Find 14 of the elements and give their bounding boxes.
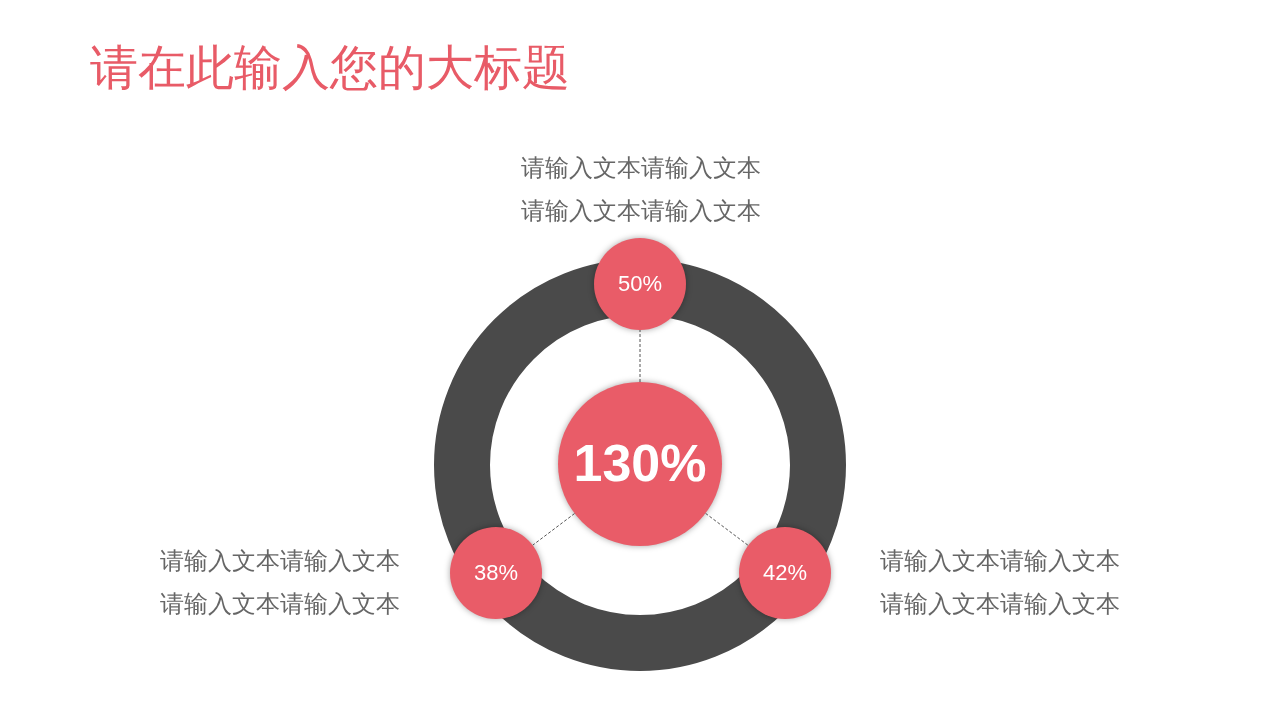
percentage-value: 42%: [762, 560, 807, 586]
percentage-circle: [594, 238, 686, 330]
percentage-circle: [450, 527, 542, 619]
percentage-value: 38%: [473, 560, 518, 586]
connector-line: [532, 513, 576, 546]
connector-line: [705, 512, 749, 546]
total-value: 130%: [573, 435, 707, 493]
percentage-circle: [739, 527, 831, 619]
percentage-value: 50%: [617, 271, 662, 297]
title: 请在此输入您的大标题: [90, 40, 570, 96]
description-text: 请输入文本请输入文本请输入文本请输入文本: [159, 546, 400, 619]
connector-line: [639, 329, 641, 383]
description-text: 请输入文本请输入文本请输入文本请输入文本: [519, 153, 762, 226]
description-text: 请输入文本请输入文本请输入文本请输入文本: [880, 546, 1121, 619]
